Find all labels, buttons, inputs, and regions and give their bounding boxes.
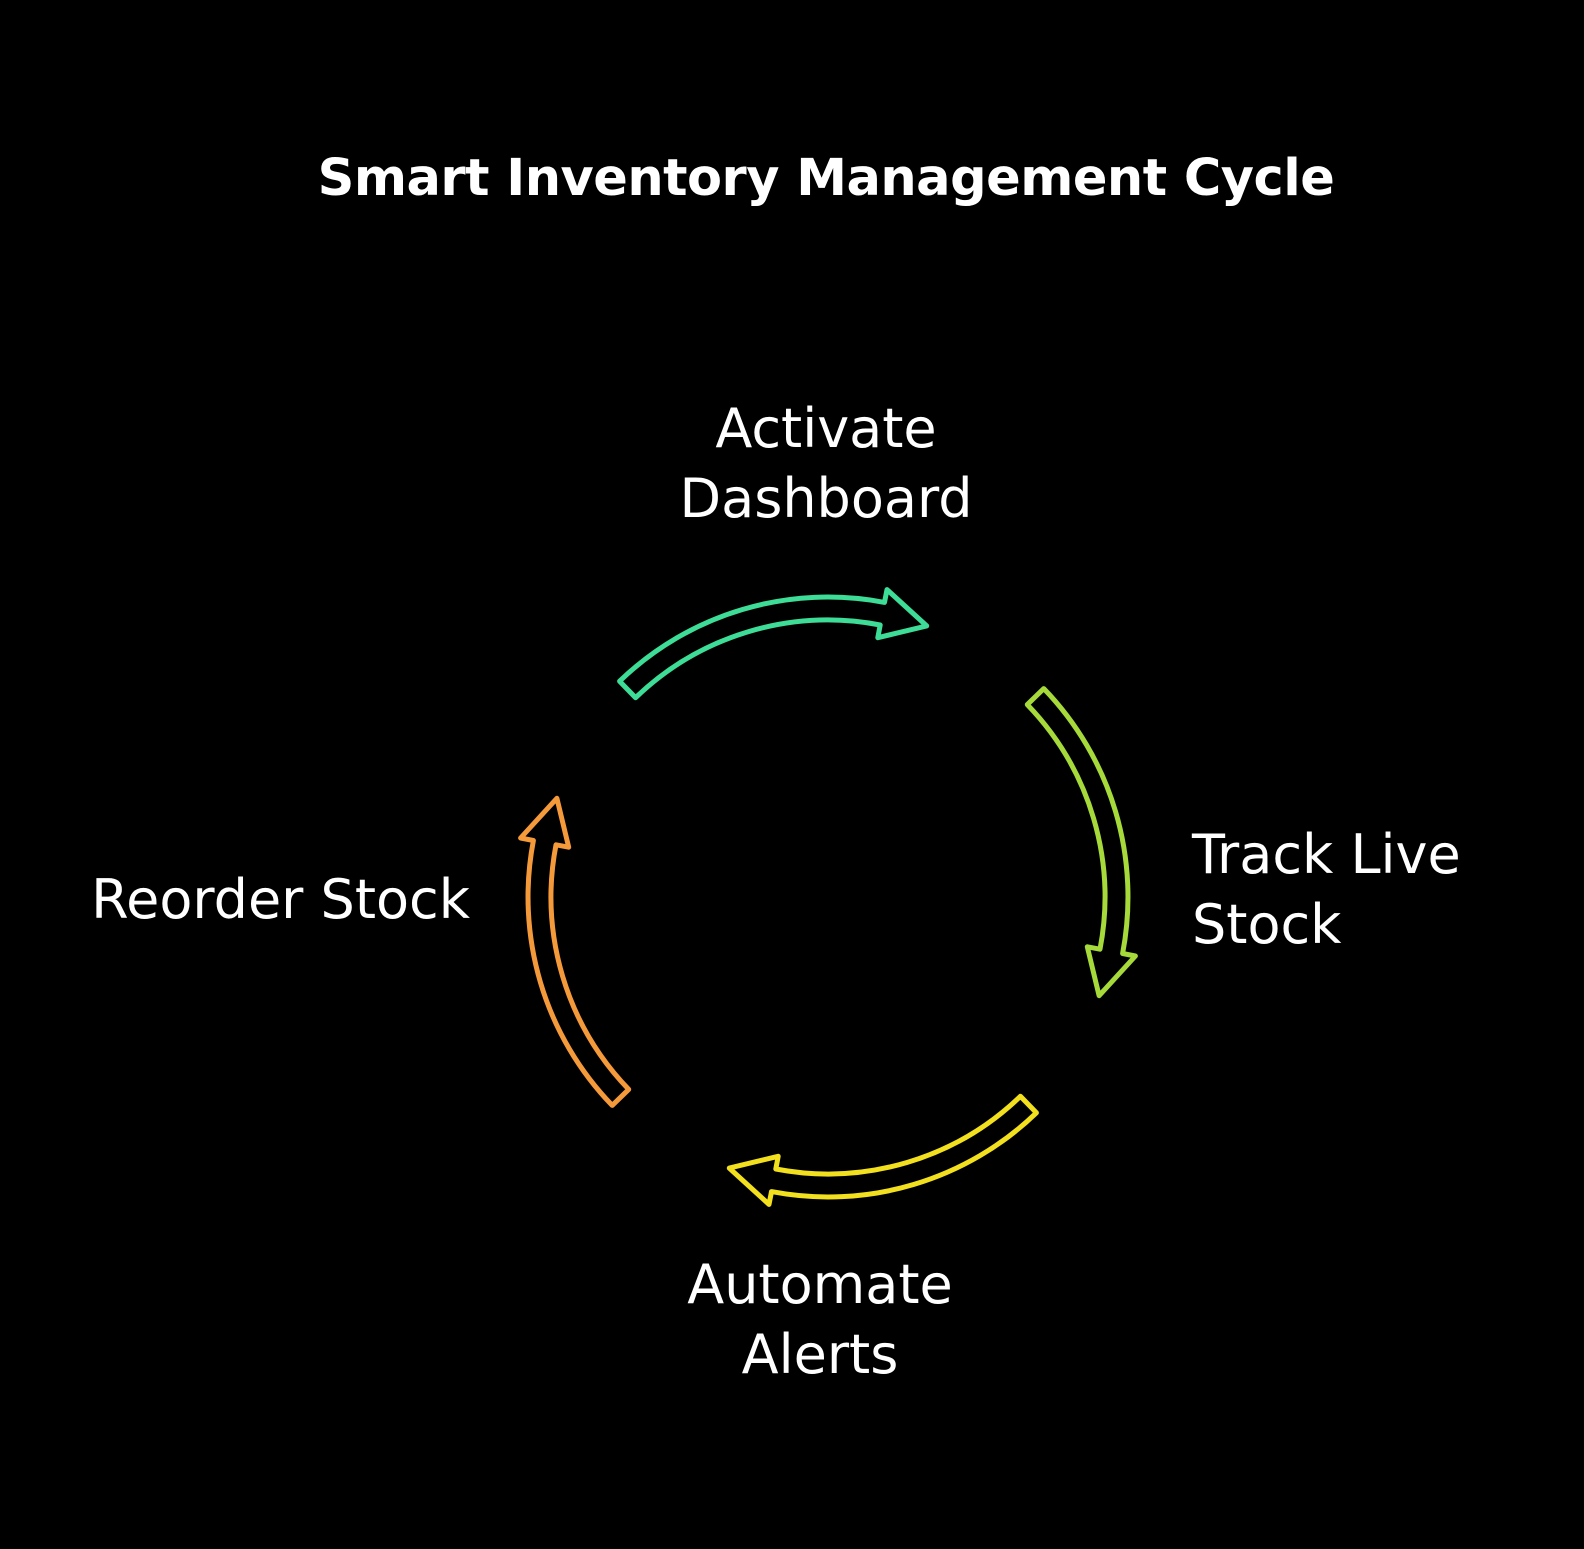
- arrow-reorder-to-activate: [518, 795, 632, 1108]
- step-label-activate-dashboard: Activate Dashboard: [679, 397, 973, 530]
- step-label-reorder-stock: Reorder Stock: [91, 868, 470, 931]
- arrow-track-to-automate: [1024, 686, 1138, 999]
- arrow-automate-to-reorder: [726, 1093, 1039, 1207]
- step-label-track-live-stock: Track Live Stock: [1192, 823, 1461, 956]
- arrow-activate-to-track: [617, 587, 930, 701]
- diagram-title: Smart Inventory Management Cycle: [317, 149, 1335, 208]
- step-label-automate-alerts: Automate Alerts: [687, 1253, 953, 1386]
